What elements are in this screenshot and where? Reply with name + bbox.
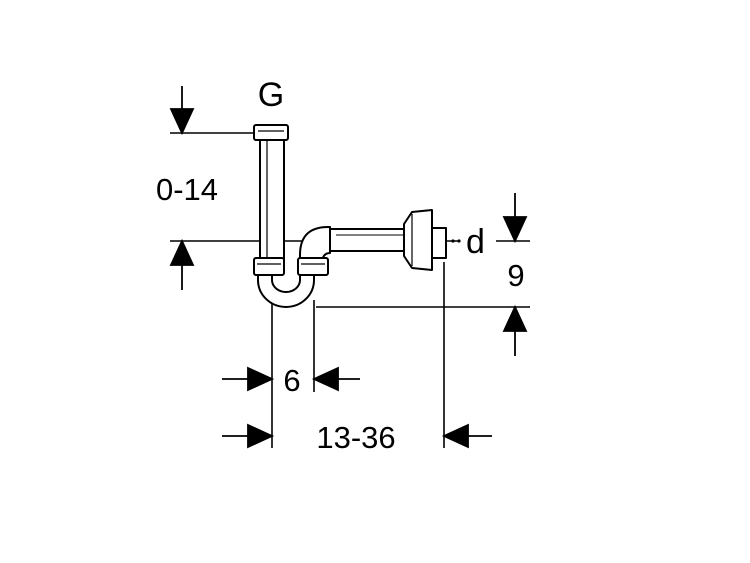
arrow-down-top bbox=[169, 108, 195, 136]
inlet-cap bbox=[253, 124, 289, 141]
label-horizontal-adjust: 13-36 bbox=[316, 420, 395, 455]
outlet-end bbox=[431, 227, 447, 259]
inlet-pipe bbox=[259, 138, 285, 262]
arrow-right-13-36 bbox=[247, 423, 275, 449]
outlet-pipe bbox=[329, 228, 411, 252]
left-nut bbox=[253, 257, 285, 276]
label-seal-depth: 9 bbox=[507, 258, 524, 293]
dimension-arrows bbox=[169, 86, 528, 449]
arrow-up-inlet bbox=[169, 238, 195, 266]
reference-lines bbox=[170, 132, 530, 448]
label-d: d bbox=[466, 223, 485, 261]
outlet-centre-dots bbox=[451, 239, 461, 243]
arrow-right-6 bbox=[247, 366, 275, 392]
arrow-up-trap-bottom bbox=[502, 304, 528, 332]
arrow-left-6 bbox=[311, 366, 339, 392]
wall-rosette bbox=[403, 209, 433, 271]
label-height-adjust: 0-14 bbox=[156, 172, 218, 207]
arrow-down-outlet bbox=[502, 216, 528, 244]
siphon bbox=[253, 124, 447, 308]
right-nut bbox=[297, 257, 329, 276]
label-g: G bbox=[258, 76, 284, 114]
label-trap-offset: 6 bbox=[283, 363, 300, 398]
arrow-left-13-36 bbox=[441, 423, 469, 449]
u-bend bbox=[257, 272, 315, 308]
